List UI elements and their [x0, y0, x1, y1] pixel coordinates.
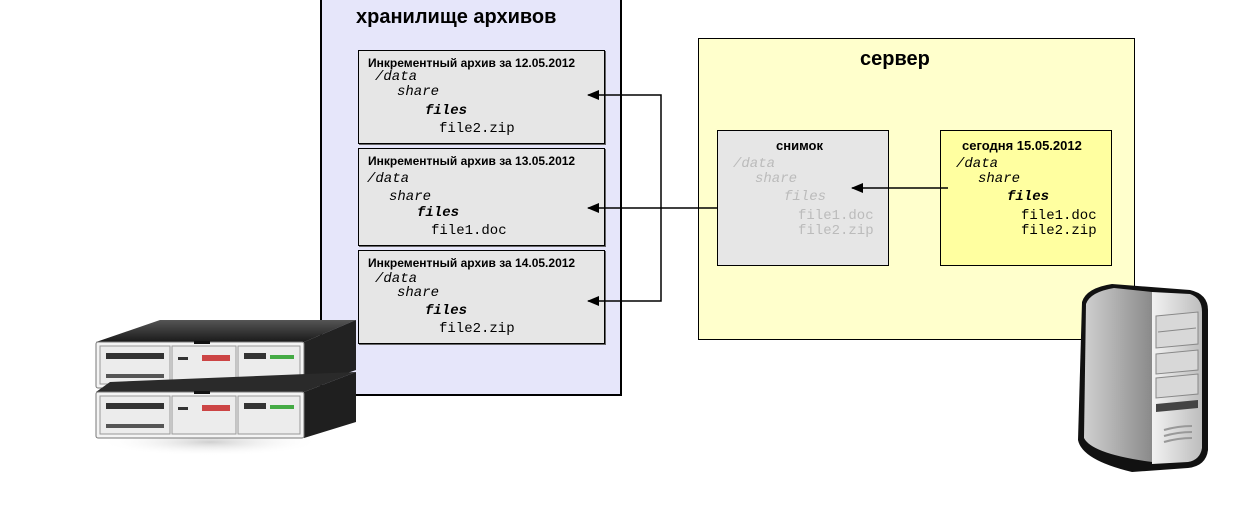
path-data: /data: [733, 156, 776, 172]
rack-storage-icon: [95, 320, 356, 456]
path-share: share: [389, 189, 432, 205]
path-files: files: [417, 205, 460, 221]
tower-server-icon: [1078, 284, 1208, 472]
path-data: /data: [367, 171, 410, 187]
snapshot-title: снимок: [776, 138, 823, 153]
today-title: сегодня 15.05.2012: [962, 138, 1082, 153]
archive-box-12: Инкрементный архив за 12.05.2012 /data s…: [358, 50, 605, 144]
file-name: file2.zip: [439, 121, 515, 137]
snapshot-box: снимок /data share files file1.doc file2…: [717, 130, 889, 266]
archive-title: Инкрементный архив за 14.05.2012: [368, 256, 576, 270]
path-share: share: [397, 285, 440, 301]
file-name: file1.doc: [798, 208, 874, 224]
path-files: files: [425, 103, 468, 119]
path-share: share: [978, 171, 1021, 187]
file-name: file2.zip: [798, 223, 874, 239]
arrow-to-archive-12: [587, 90, 662, 208]
server-title: сервер: [860, 48, 930, 70]
path-data: /data: [375, 69, 418, 85]
file-name: file1.doc: [1021, 208, 1097, 224]
path-files: files: [1007, 189, 1050, 205]
archive-title: Инкрементный архив за 12.05.2012: [368, 56, 576, 70]
arrow-to-archive-14: [587, 208, 662, 306]
path-files: files: [784, 189, 827, 205]
archive-box-13: Инкрементный архив за 13.05.2012 /data s…: [358, 148, 605, 246]
archive-storage-title: хранилище архивов: [356, 6, 557, 28]
path-files: files: [425, 303, 468, 319]
today-box: сегодня 15.05.2012 /data share files fil…: [940, 130, 1112, 266]
archive-box-14: Инкрементный архив за 14.05.2012 /data s…: [358, 250, 605, 344]
path-share: share: [755, 171, 798, 187]
file-name: file2.zip: [439, 321, 515, 337]
archive-title: Инкрементный архив за 13.05.2012: [368, 154, 576, 168]
path-data: /data: [375, 271, 418, 287]
path-share: share: [397, 84, 440, 100]
file-name: file2.zip: [1021, 223, 1097, 239]
path-data: /data: [956, 156, 999, 172]
file-name: file1.doc: [431, 223, 507, 239]
